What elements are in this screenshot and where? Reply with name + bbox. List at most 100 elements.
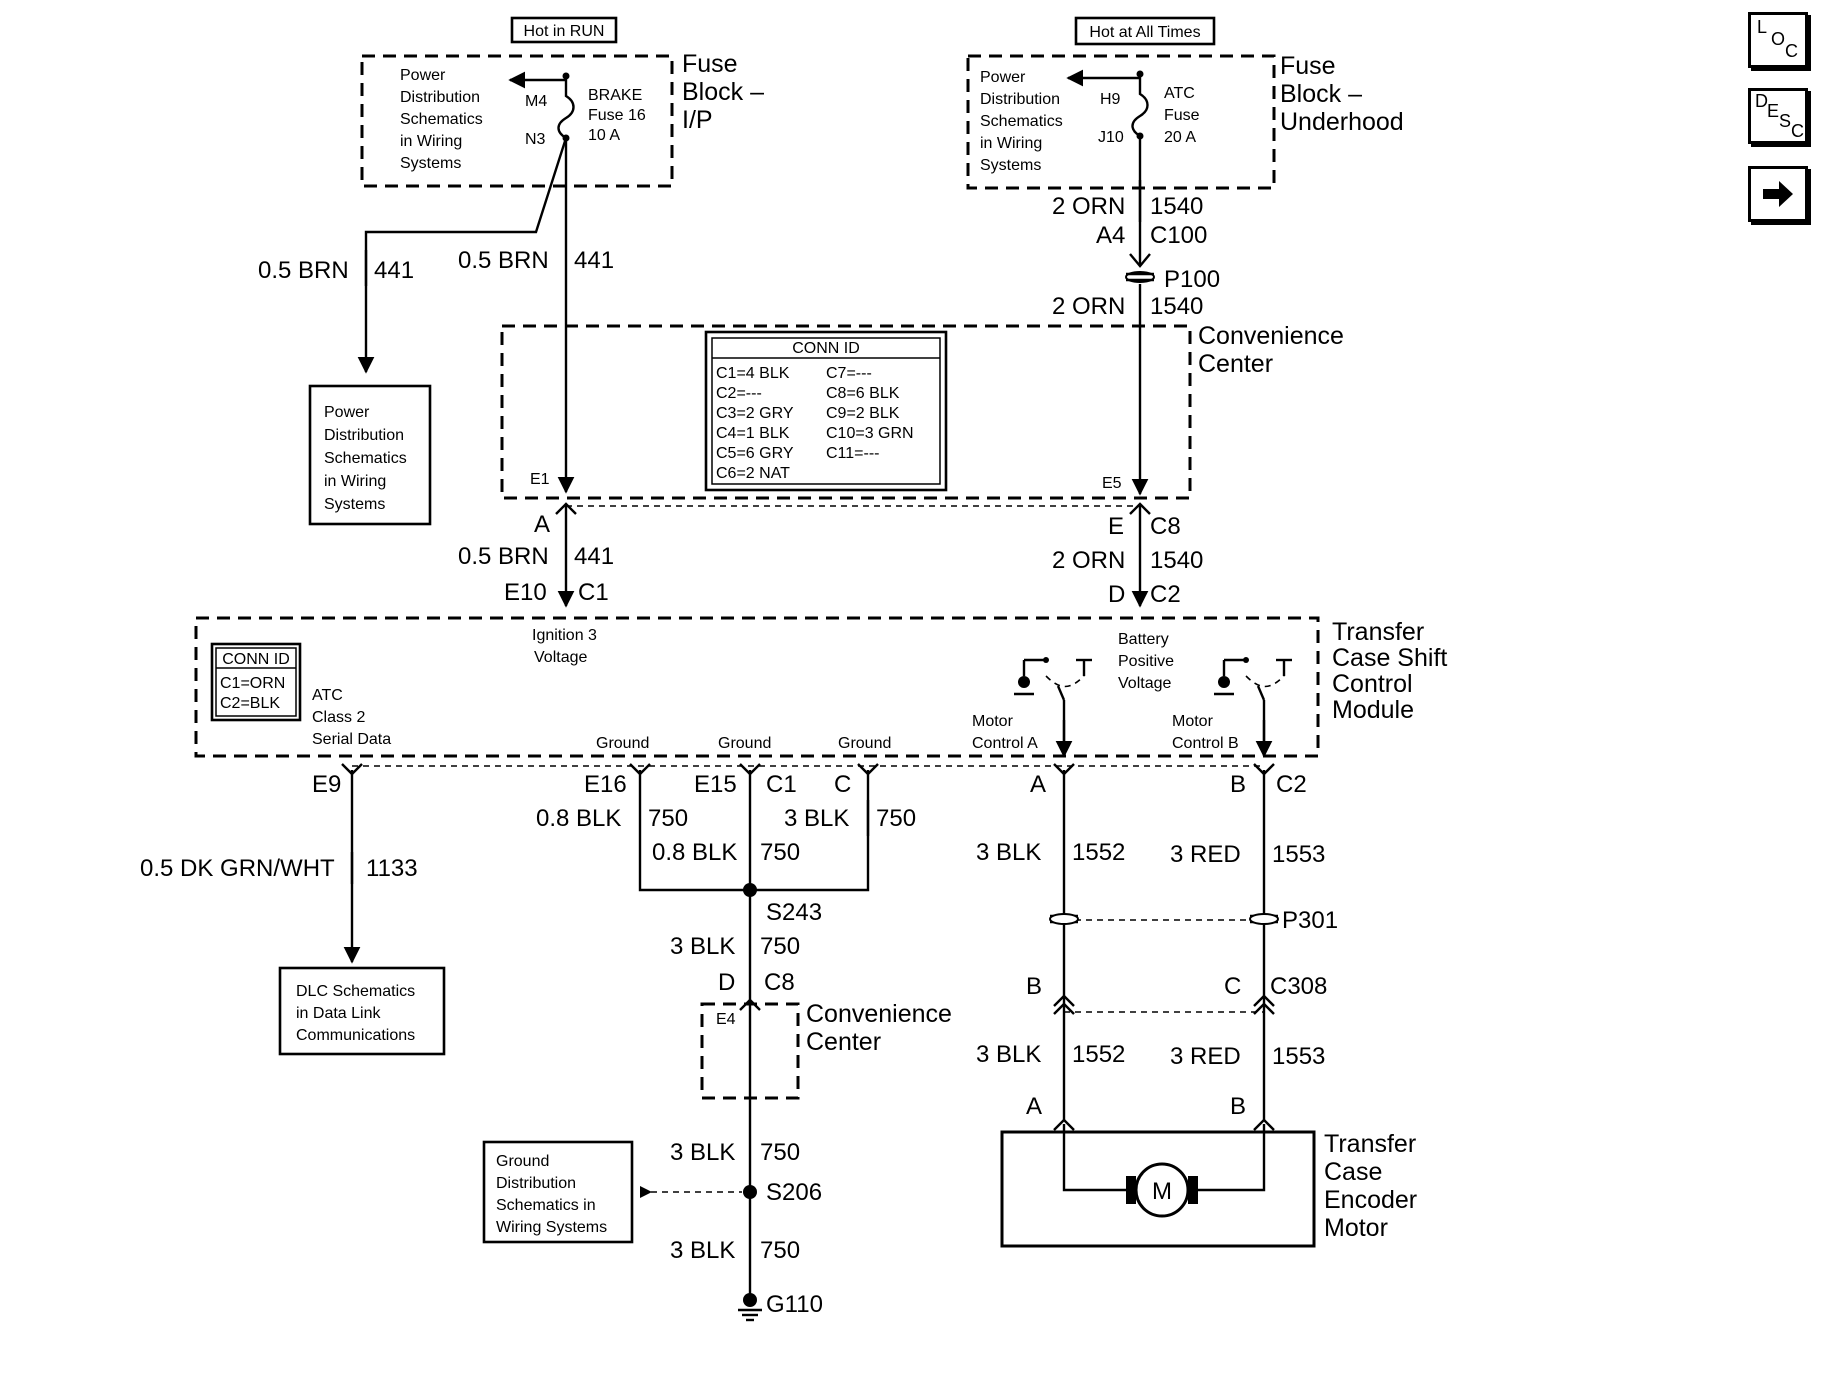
desc-letter-4: C (1791, 121, 1804, 141)
conn-c-c308: C (1224, 973, 1241, 1000)
svg-text:Power: Power (980, 69, 1026, 86)
module-conn-id-c1: C1=ORN (220, 675, 285, 692)
motor-control-b-label: Motor Control B (1172, 713, 1239, 752)
pin-j10: J10 (1098, 129, 1124, 146)
module-conn-id-title: CONN ID (222, 651, 290, 668)
conn-c308: C308 (1270, 973, 1327, 1000)
svg-text:in Data Link: in Data Link (296, 1005, 381, 1022)
fuse-block-ip-box (360, 54, 674, 188)
svg-text:Ignition 3: Ignition 3 (532, 627, 597, 644)
svg-text:Case: Case (1324, 1158, 1382, 1186)
svg-text:Ground: Ground (496, 1153, 549, 1170)
ground-distribution-box (482, 1140, 634, 1244)
svg-text:Block –: Block – (682, 78, 764, 106)
ground-g110-symbol (738, 1293, 762, 1322)
wire-750-circuit-c: 750 (760, 839, 800, 866)
wire-1553-circuit-2: 1553 (1272, 1043, 1325, 1070)
ground-distribution-text: Ground Distribution Schematics in Wiring… (496, 1153, 607, 1236)
conn-a-motor: A (1026, 1093, 1042, 1120)
wire-750-size-b: 3 BLK (784, 805, 849, 832)
svg-text:Voltage: Voltage (1118, 675, 1171, 692)
svg-text:Control B: Control B (1172, 735, 1239, 752)
atc-serial-label: ATC Class 2 Serial Data (312, 687, 391, 748)
wire-750-circuit-b: 750 (876, 805, 916, 832)
conn-e: E (1108, 513, 1124, 540)
wire-1552-size-1: 3 BLK (976, 839, 1041, 866)
svg-text:C1=4 BLK: C1=4 BLK (716, 365, 790, 382)
pd-schematics-box (308, 384, 432, 526)
svg-text:Center: Center (806, 1028, 881, 1056)
wire-1133-circuit: 1133 (366, 855, 418, 882)
conn-d-upper: D (1108, 581, 1125, 608)
loc-letter-3: C (1785, 41, 1798, 61)
wire-1540-circuit-2: 1540 (1150, 293, 1203, 320)
svg-text:Distribution: Distribution (496, 1175, 576, 1192)
pin-n3: N3 (525, 131, 546, 148)
wire-1552-circuit-2: 1552 (1072, 1041, 1125, 1068)
hot-in-run-label: Hot in RUN (524, 23, 605, 40)
wire-441-size-lower: 0.5 BRN (458, 543, 549, 570)
wire-1552-size-2: 3 BLK (976, 1041, 1041, 1068)
desc-button[interactable]: D E S C (1748, 88, 1808, 144)
convenience-center-lower-box (700, 1002, 800, 1100)
next-button[interactable] (1748, 166, 1808, 222)
conn-c8-lower: C8 (764, 969, 795, 996)
convenience-center-lower-label: Convenience Center (806, 1000, 952, 1056)
wire-750-circuit-d: 750 (760, 933, 800, 960)
conn-e1: E1 (530, 471, 550, 488)
svg-text:Underhood: Underhood (1280, 108, 1404, 136)
wire-441-size: 0.5 BRN (458, 247, 549, 274)
conn-id-right-col: C7=--- C8=6 BLK C9=2 BLK C10=3 GRN C11=-… (826, 365, 914, 462)
svg-text:BRAKE: BRAKE (588, 87, 642, 104)
svg-text:C7=---: C7=--- (826, 365, 872, 382)
svg-text:Control A: Control A (972, 735, 1038, 752)
conn-p301: P301 (1282, 907, 1338, 934)
wire-1553-size-1: 3 RED (1170, 841, 1241, 868)
transfer-case-module-label: Transfer Case Shift Control Module (1332, 618, 1447, 724)
svg-text:Serial Data: Serial Data (312, 731, 391, 748)
wire-1540-circuit-lower: 1540 (1150, 547, 1203, 574)
conn-b-c308: B (1026, 973, 1042, 1000)
svg-text:Module: Module (1332, 696, 1414, 724)
wire-1133-size: 0.5 DK GRN/WHT (140, 855, 335, 882)
svg-text:Positive: Positive (1118, 653, 1174, 670)
atc-fuse-symbol (1131, 74, 1149, 138)
conn-c-lower: C (834, 771, 851, 798)
motor-symbol (1126, 1162, 1198, 1218)
wire-441-branch-size: 0.5 BRN (258, 257, 349, 284)
svg-text:Systems: Systems (980, 157, 1041, 174)
svg-text:Fuse: Fuse (682, 50, 738, 78)
svg-text:Power: Power (400, 67, 446, 84)
loc-button[interactable]: L O C (1748, 12, 1808, 68)
svg-text:Wiring Systems: Wiring Systems (496, 1219, 607, 1236)
fuse-block-uh-label: Fuse Block – Underhood (1280, 52, 1404, 136)
conn-id-left-col: C1=4 BLK C2=--- C3=2 GRY C4=1 BLK C5=6 G… (716, 365, 794, 482)
hot-at-all-times-tag (1074, 16, 1216, 46)
ground-g110: G110 (766, 1291, 823, 1318)
conn-p100: P100 (1164, 266, 1220, 293)
conn-b-module: B (1230, 771, 1246, 798)
relay-a-symbol (1014, 657, 1092, 746)
conn-c1-upper: C1 (578, 579, 609, 606)
hot-in-run-tag (510, 16, 618, 44)
atc-fuse-label: ATC Fuse 20 A (1164, 85, 1200, 146)
arrow-right-icon (1763, 181, 1793, 207)
svg-text:Fuse 16: Fuse 16 (588, 107, 646, 124)
svg-text:Voltage: Voltage (534, 649, 587, 666)
motor-m-symbol: M (1152, 1178, 1172, 1205)
svg-text:Encoder: Encoder (1324, 1186, 1417, 1214)
svg-text:C2=---: C2=--- (716, 385, 762, 402)
svg-text:Transfer: Transfer (1332, 618, 1424, 646)
wire-1553-circuit-1: 1553 (1272, 841, 1325, 868)
fuse-block-ip-pd-text: Power Distribution Schematics in Wiring … (400, 67, 483, 172)
svg-text:Motor: Motor (1324, 1214, 1388, 1242)
wire-441-branch-circuit: 441 (374, 257, 414, 284)
conn-e9: E9 (312, 771, 341, 798)
svg-text:C11=---: C11=--- (826, 445, 880, 462)
p100-symbol (1125, 271, 1155, 283)
pd-schematics-text: Power Distribution Schematics in Wiring … (324, 404, 407, 513)
svg-text:Fuse: Fuse (1280, 52, 1336, 80)
pin-h9: H9 (1100, 91, 1121, 108)
wire-1540-size-1: 2 ORN (1052, 193, 1125, 220)
wire-441-circuit: 441 (574, 247, 614, 274)
